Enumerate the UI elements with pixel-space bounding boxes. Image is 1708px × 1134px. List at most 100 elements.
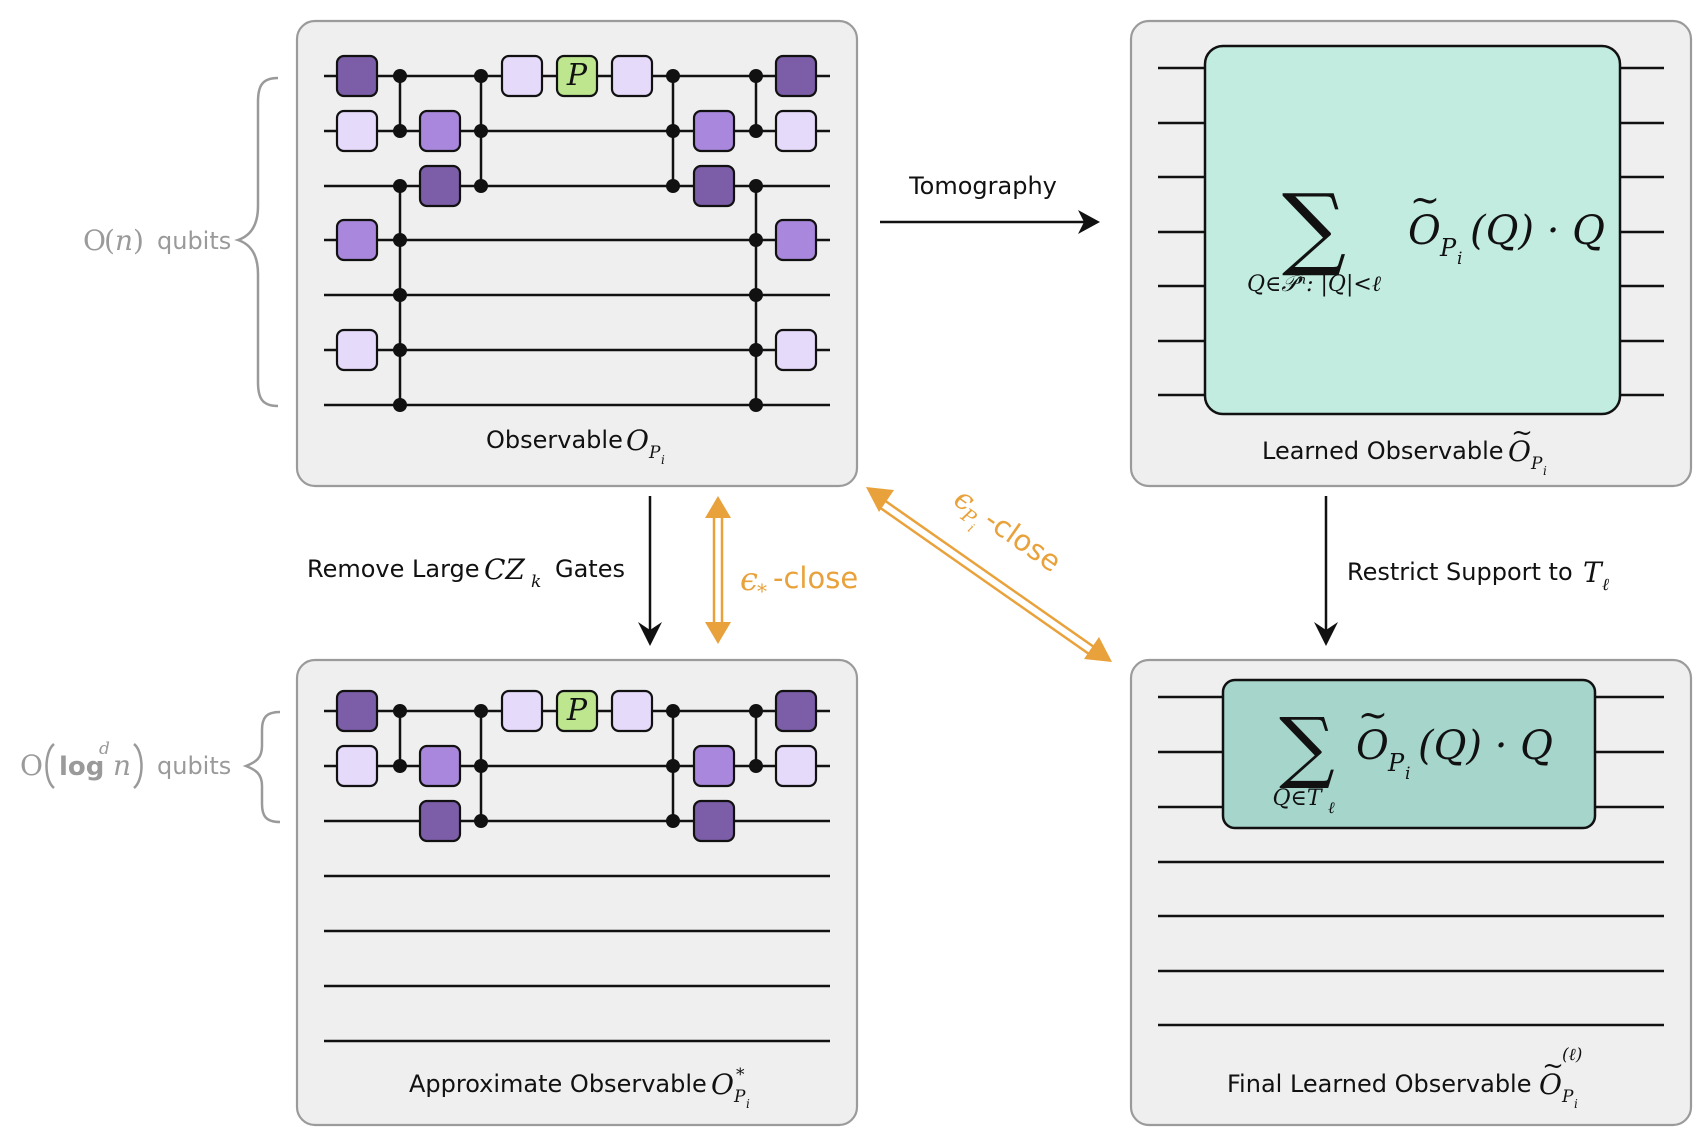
bottom-brace-log: log [59,752,104,782]
approx-sup: * [736,1065,745,1085]
remove-gates-label: Remove Large [307,555,480,583]
cz-dot [393,124,407,138]
cz-dots-approx [393,704,763,828]
gate-mid [692,744,736,788]
top-brace-open: ( [104,224,115,257]
bottom-brace-arg: n [113,749,131,782]
learned-body-subsub: i [1457,249,1462,269]
gate-dark [418,799,462,843]
bottom-qubits-brace [242,710,281,824]
cz-dot [393,179,407,193]
final-caption: Final Learned Observable [1227,1070,1532,1098]
learned-body-symbol: O [1408,208,1441,254]
approx-subsub: i [746,1097,750,1111]
remove-gates-arrowhead [638,622,662,646]
cz-dot [474,704,488,718]
final-caption-symbol: O [1539,1068,1562,1101]
cz-dot [749,69,763,83]
final-body-subsub: i [1405,764,1410,784]
gate-light [774,744,818,788]
gate-light [335,109,379,153]
learned-sum-symbol: ∑ [1282,175,1346,280]
cz-dot [474,179,488,193]
observable-caption: Observable [486,426,623,454]
cz-dot [666,124,680,138]
gate-dark [774,689,818,733]
gate-light [335,744,379,788]
observable-symbol: O [626,424,649,457]
eps-p-label: -close [978,502,1067,579]
remove-gates-sub: k [531,572,541,592]
cz-dot [393,704,407,718]
gate-light [500,54,544,98]
observable-sub: P [648,443,661,463]
gate-mid [335,218,379,262]
eps-p-label-group: ϵ P i -close [947,481,1067,579]
gate-light [335,328,379,372]
gate-p [555,689,599,733]
final-observable-box [1221,678,1597,830]
eps-star-label: -close [773,561,858,595]
eps-star-double-arrow [705,496,731,644]
top-brace-o: O [83,224,106,257]
learned-body-rest: (Q) · Q [1470,208,1605,254]
final-body-symbol: O [1356,723,1389,769]
final-tilde: ~ [1358,695,1388,736]
final-caption-sub: P [1561,1087,1574,1107]
approx-caption: Approximate Observable [409,1070,707,1098]
cz-dot [393,398,407,412]
tomography-label: Tomography [908,172,1057,200]
learned-caption: Learned Observable [1262,437,1504,465]
p-gate-label: P [566,58,588,93]
gate-dark [335,54,379,98]
gate-dark [692,799,736,843]
top-qubits-brace [234,76,279,408]
gate-light [774,328,818,372]
cz-dot [474,814,488,828]
gate-dark [335,689,379,733]
gate-mid [418,744,462,788]
cz-dot [749,343,763,357]
cz-dot [393,759,407,773]
gate-dark [418,164,462,208]
cz-dot [393,288,407,302]
eps-star-sub: * [757,579,767,603]
restrict-label: Restrict Support to [1347,558,1573,586]
learned-caption-tilde: ~ [1511,418,1533,448]
final-sum-index: Q∈T [1273,786,1324,811]
gate-light [610,689,654,733]
gate-light [774,109,818,153]
cz-dot [474,69,488,83]
cz-dot [666,759,680,773]
eps-p-double-arrow [866,487,1112,662]
cz-dot [474,759,488,773]
gate-light [500,689,544,733]
restrict-arrowhead [1314,622,1338,646]
final-caption-tilde: ~ [1542,1051,1564,1081]
restrict-sub: ℓ [1602,575,1609,595]
cz-dot [749,759,763,773]
cz-dot [393,69,407,83]
learned-body-sub: P [1439,234,1457,262]
learned-observable-box [1203,44,1622,416]
final-body-rest: (Q) · Q [1418,723,1553,769]
cz-dot [749,288,763,302]
remove-gates-math: CZ [484,553,525,586]
cz-dot [749,233,763,247]
final-sum-index-sub: ℓ [1328,798,1335,817]
bottom-brace-right-paren [133,743,143,789]
gate-mid [418,109,462,153]
cz-dot [393,343,407,357]
top-brace-close: ) [133,224,144,257]
cz-dot [749,179,763,193]
bottom-brace-left-paren [45,743,55,789]
top-brace-arg: n [115,224,133,257]
bottom-brace-unit: qubits [157,752,231,780]
circuit-approx [324,709,830,1043]
learned-caption-symbol: O [1508,435,1531,468]
p-gate-label: P [566,693,588,728]
gate-mid [774,218,818,262]
gate-dark [692,164,736,208]
bottom-brace-o: O [20,749,43,782]
